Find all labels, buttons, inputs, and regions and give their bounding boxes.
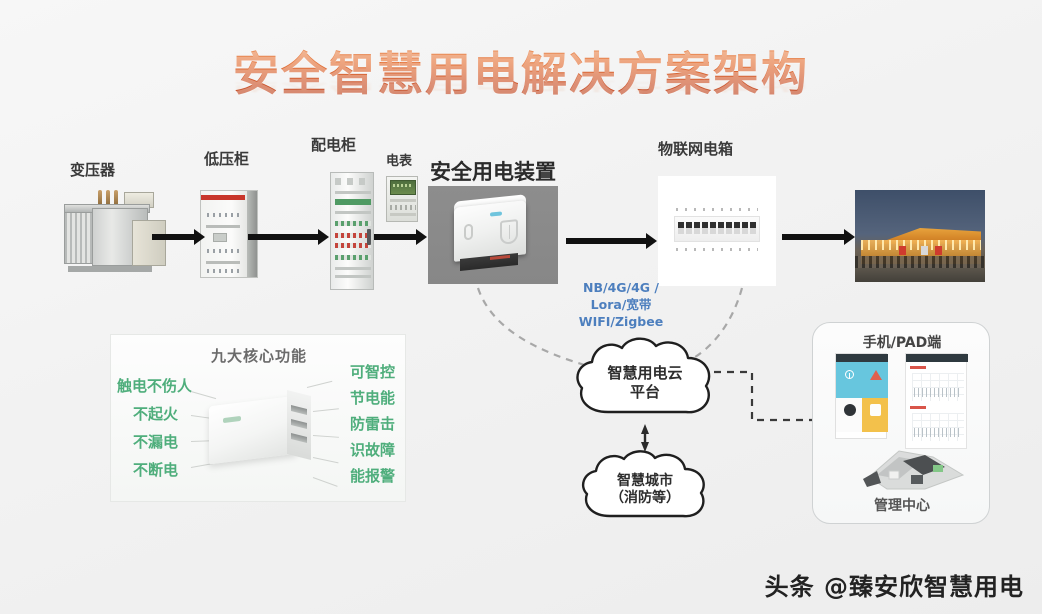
- alert-circle-icon: [845, 370, 854, 379]
- arrow-safety-to-iot: [566, 233, 657, 249]
- feature-right-2: 节电能: [349, 389, 395, 407]
- feature-left-3: 不漏电: [133, 433, 179, 451]
- transformer-image: [62, 186, 170, 278]
- building-3d-model-image: [863, 450, 965, 490]
- feature-left-1: 触电不伤人: [117, 377, 193, 395]
- arrow-transformer-to-lv: [152, 229, 205, 245]
- cloud-city-line-1: 智慧城市: [617, 472, 673, 489]
- cloud-smart-city-node: 智慧城市 （消防等）: [576, 448, 714, 528]
- network-line-3: WIFI/Zigbee: [578, 313, 664, 329]
- watermark: 头条 @臻安欣智慧用电: [764, 573, 1024, 601]
- label-lv-cabinet: 低压柜: [204, 150, 250, 168]
- label-dist-cabinet: 配电柜: [311, 136, 357, 154]
- arrow-lv-to-dist: [248, 229, 329, 245]
- cloud-platform-line-1: 智慧用电云: [607, 364, 683, 383]
- device-icon: [844, 404, 856, 416]
- warning-triangle-icon: [870, 370, 882, 380]
- mobile-pad-panel: 手机/PAD端: [812, 322, 990, 524]
- arrow-dist-to-safety: [374, 229, 427, 245]
- network-line-1: NB/4G/4G /: [583, 280, 659, 295]
- network-line-2: Lora/宽带: [590, 296, 652, 312]
- features-device-image: [209, 390, 313, 469]
- mobile-panel-footer: 管理中心: [874, 498, 930, 514]
- feature-right-3: 防雷击: [349, 415, 395, 433]
- control-icon: [870, 404, 881, 416]
- mobile-panel-title: 手机/PAD端: [862, 335, 942, 351]
- safety-device-image: [428, 186, 558, 284]
- arrow-iot-to-building: [782, 229, 855, 245]
- label-meter: 电表: [386, 154, 413, 169]
- core-features-panel: 九大核心功能 触电不伤人 不起火 不漏电 不断电 可智控 节电能 防雷击 识故障…: [110, 334, 406, 502]
- distribution-cabinet-image: [330, 172, 374, 290]
- features-title: 九大核心功能: [210, 347, 307, 365]
- label-safety-device: 安全用电装置: [430, 160, 556, 184]
- tablet-chart-mockup: [905, 353, 968, 449]
- feature-right-5: 能报警: [349, 467, 395, 485]
- cloud-city-line-2: （消防等）: [610, 490, 680, 506]
- label-iot-box: 物联网电箱: [658, 140, 734, 158]
- page-title-reflection: 安全智慧用电解决方案架构: [233, 69, 809, 94]
- feature-right-4: 识故障: [349, 441, 395, 459]
- page-title: 安全智慧用电解决方案架构 安全智慧用电解决方案架构: [0, 38, 1042, 164]
- feature-left-2: 不起火: [133, 405, 179, 423]
- iot-electric-box-image: [658, 176, 776, 286]
- market-building-image: [855, 190, 985, 282]
- cloud-platform-line-2: 平台: [629, 383, 660, 401]
- phone-screen-mockup: [835, 353, 888, 439]
- cloud-shape-icon: [576, 337, 711, 414]
- feature-left-4: 不断电: [133, 461, 179, 479]
- cloud-shape-icon: [581, 450, 705, 518]
- cloud-platform-node: 智慧用电云 平台: [572, 334, 718, 426]
- feature-right-1: 可智控: [349, 363, 395, 381]
- network-protocol-text: NB/4G/4G / Lora/宽带 WIFI/Zigbee: [566, 280, 676, 331]
- page-title-text: 安全智慧用电解决方案架构: [233, 38, 809, 104]
- electricity-meter-image: [386, 176, 418, 222]
- label-transformer: 变压器: [70, 161, 116, 179]
